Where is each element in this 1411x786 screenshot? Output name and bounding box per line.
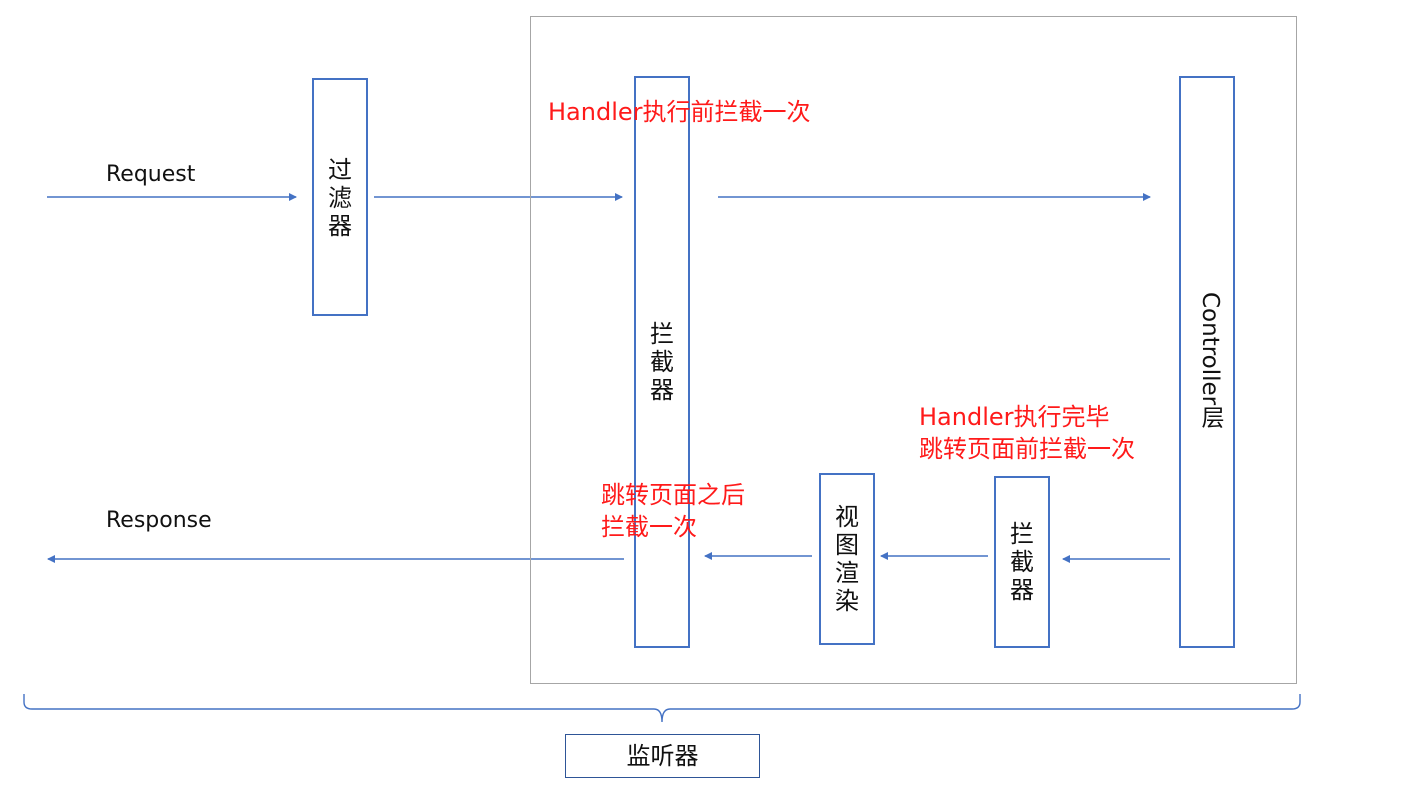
container-frame	[530, 16, 1297, 684]
interceptor-main-box	[634, 76, 690, 648]
response-label: Response	[106, 508, 212, 533]
request-label: Request	[106, 162, 196, 187]
interceptor-main-label: 拦截器	[650, 320, 674, 404]
controller-label: Controller层	[1197, 292, 1223, 429]
view-render-label: 视图渲染	[835, 503, 859, 615]
interceptor-small-label: 拦截器	[1010, 520, 1034, 604]
note-after-completion-line1: 跳转页面之后	[601, 481, 745, 509]
note-pre-handle: Handler执行前拦截一次	[548, 98, 811, 126]
note-after-completion-line2: 拦截一次	[601, 513, 697, 541]
interceptor-small-box	[994, 476, 1050, 648]
filter-box	[312, 78, 368, 316]
listener-brace	[23, 694, 1301, 723]
note-post-handle-line1: Handler执行完毕	[919, 403, 1110, 431]
controller-box	[1179, 76, 1235, 648]
note-post-handle-line2: 跳转页面前拦截一次	[919, 435, 1135, 463]
view-render-box	[819, 473, 875, 645]
listener-box: 监听器	[565, 734, 760, 778]
filter-label: 过滤器	[328, 156, 352, 240]
